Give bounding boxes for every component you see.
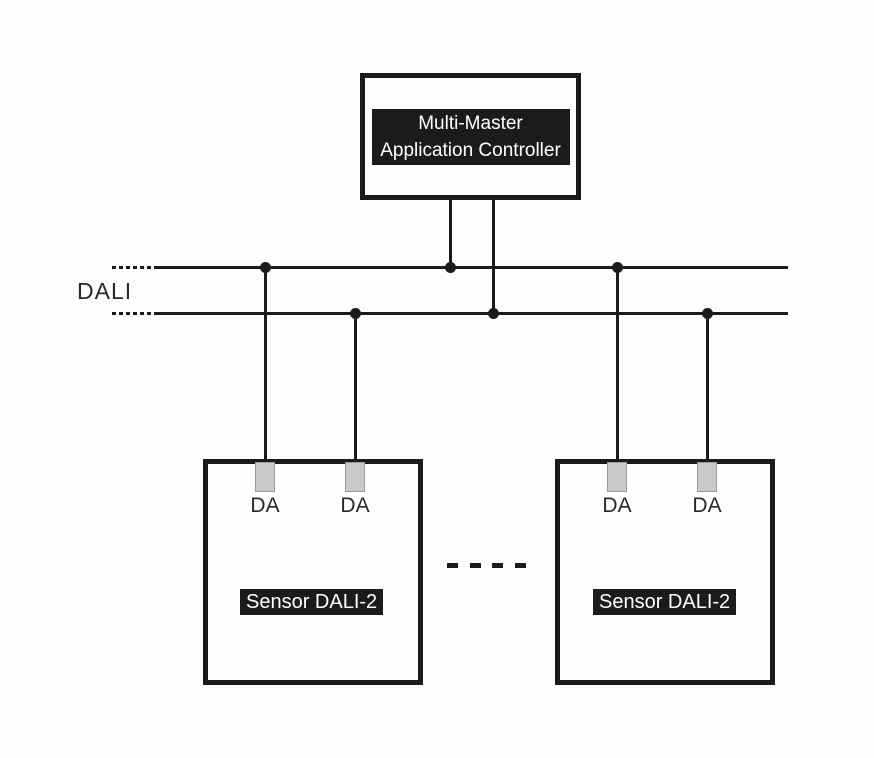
da-terminal-label: DA xyxy=(692,494,722,517)
dash xyxy=(514,563,526,568)
sensor-dali2-box-1 xyxy=(203,459,423,685)
dash xyxy=(447,563,458,568)
sensor-label: Sensor DALI-2 xyxy=(593,589,737,615)
da-terminal-label: DA xyxy=(250,494,280,517)
dali-bus-bottom-line xyxy=(155,312,788,315)
dali-bus-bottom-line-dotted-end xyxy=(112,312,156,315)
da-terminal xyxy=(345,462,365,492)
sensor-dali2-box-2 xyxy=(555,459,775,685)
da-terminal xyxy=(607,462,627,492)
sensor2-bus-wire-2 xyxy=(706,312,709,463)
sensor1-bus-wire-1 xyxy=(264,266,267,463)
dash xyxy=(469,563,481,568)
da-terminal-label: DA xyxy=(602,494,632,517)
dali-bus-top-line xyxy=(155,266,788,269)
continuation-dashes xyxy=(447,563,526,568)
controller-label: Multi-Master Application Controller xyxy=(371,108,570,165)
sensor-label: Sensor DALI-2 xyxy=(240,589,384,615)
controller-label-line1: Multi-Master xyxy=(418,112,523,134)
sensor1-bus-wire-2 xyxy=(354,312,357,463)
da-terminal-label: DA xyxy=(340,494,370,517)
controller-bus-wire-1 xyxy=(449,198,452,268)
controller-label-line2: Application Controller xyxy=(380,139,561,161)
multi-master-controller-box: Multi-Master Application Controller xyxy=(360,73,581,200)
dali-bus-top-line-dotted-end xyxy=(112,266,156,269)
dali-bus-label: DALI xyxy=(77,278,133,304)
dash xyxy=(492,563,504,568)
controller-bus-wire-2 xyxy=(492,198,495,315)
junction-dot xyxy=(445,262,456,273)
da-terminal xyxy=(697,462,717,492)
sensor2-bus-wire-1 xyxy=(616,266,619,463)
junction-dot xyxy=(488,308,499,319)
da-terminal xyxy=(255,462,275,492)
